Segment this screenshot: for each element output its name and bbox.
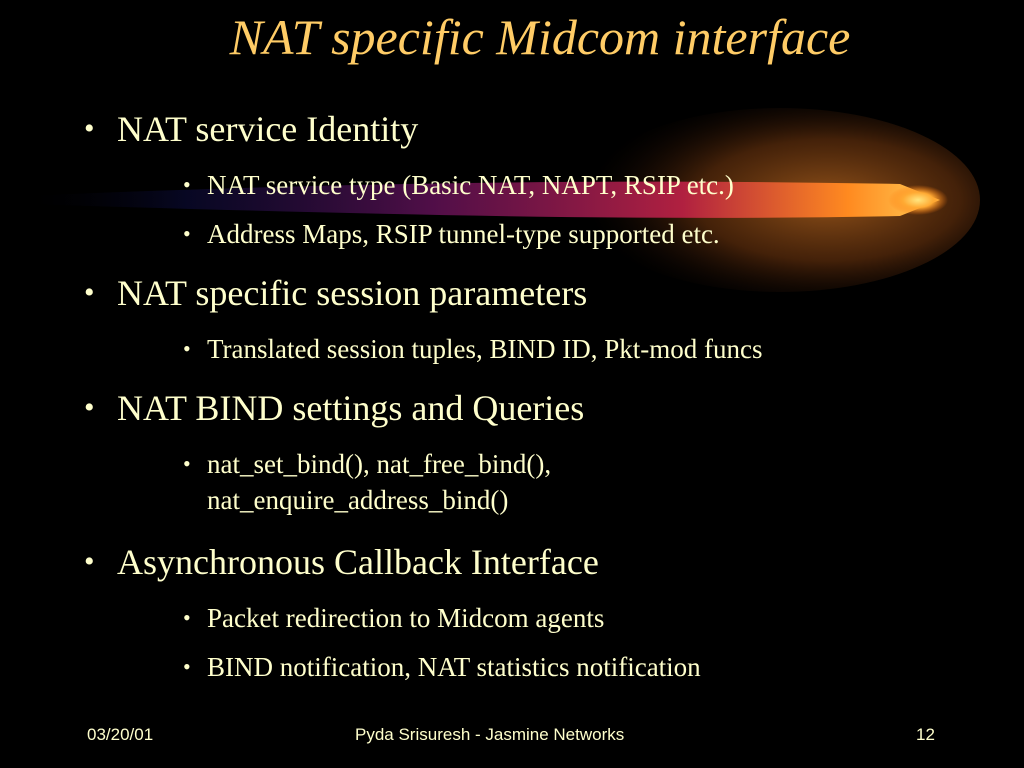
bullet-dot-icon: • — [84, 112, 95, 145]
subbullet-text: Packet redirection to Midcom agents — [207, 603, 605, 633]
footer-date: 03/20/01 — [87, 725, 154, 744]
bullet-dot-icon: • — [183, 605, 191, 630]
bullet-async-callback: • Asynchronous Callback Interface — [84, 541, 599, 583]
subbullet-nat-service-type: • NAT service type (Basic NAT, NAPT, RSI… — [183, 167, 734, 203]
subbullet-bind-functions: • nat_set_bind(), nat_free_bind(), nat_e… — [183, 446, 552, 518]
bullet-dot-icon: • — [84, 545, 95, 578]
bullet-text: Asynchronous Callback Interface — [117, 542, 599, 582]
subbullet-packet-redirection: • Packet redirection to Midcom agents — [183, 600, 605, 636]
subbullet-bind-notification: • BIND notification, NAT statistics noti… — [183, 649, 701, 685]
bullet-text: NAT specific session parameters — [117, 273, 588, 313]
bullet-text: NAT service Identity — [117, 109, 419, 149]
subbullet-text-line1: nat_set_bind(), nat_free_bind(), — [207, 449, 552, 479]
bullet-nat-bind-settings: • NAT BIND settings and Queries — [84, 387, 585, 429]
subbullet-address-maps: • Address Maps, RSIP tunnel-type support… — [183, 216, 720, 252]
bullet-dot-icon: • — [183, 451, 191, 476]
footer-author: Pyda Srisuresh - Jasmine Networks — [355, 725, 625, 744]
slide-title: NAT specific Midcom interface — [229, 9, 851, 65]
bullet-dot-icon: • — [84, 276, 95, 309]
bullet-dot-icon: • — [84, 391, 95, 424]
subbullet-text: BIND notification, NAT statistics notifi… — [207, 652, 701, 682]
subbullet-text: Translated session tuples, BIND ID, Pkt-… — [207, 334, 763, 364]
bullet-dot-icon: • — [183, 221, 191, 246]
comet-tail — [20, 181, 940, 218]
bullet-text: NAT BIND settings and Queries — [117, 388, 585, 428]
bullet-dot-icon: • — [183, 172, 191, 197]
subbullet-text: NAT service type (Basic NAT, NAPT, RSIP … — [207, 170, 734, 200]
bullet-nat-session-parameters: • NAT specific session parameters — [84, 272, 588, 314]
footer-page-number: 12 — [916, 725, 935, 744]
bullet-dot-icon: • — [183, 654, 191, 679]
subbullet-text: Address Maps, RSIP tunnel-type supported… — [207, 219, 720, 249]
subbullet-text-line2: nat_enquire_address_bind() — [207, 485, 509, 515]
bullet-nat-service-identity: • NAT service Identity — [84, 108, 419, 150]
subbullet-translated-session: • Translated session tuples, BIND ID, Pk… — [183, 331, 763, 367]
comet-core — [888, 185, 948, 215]
bullet-dot-icon: • — [183, 336, 191, 361]
